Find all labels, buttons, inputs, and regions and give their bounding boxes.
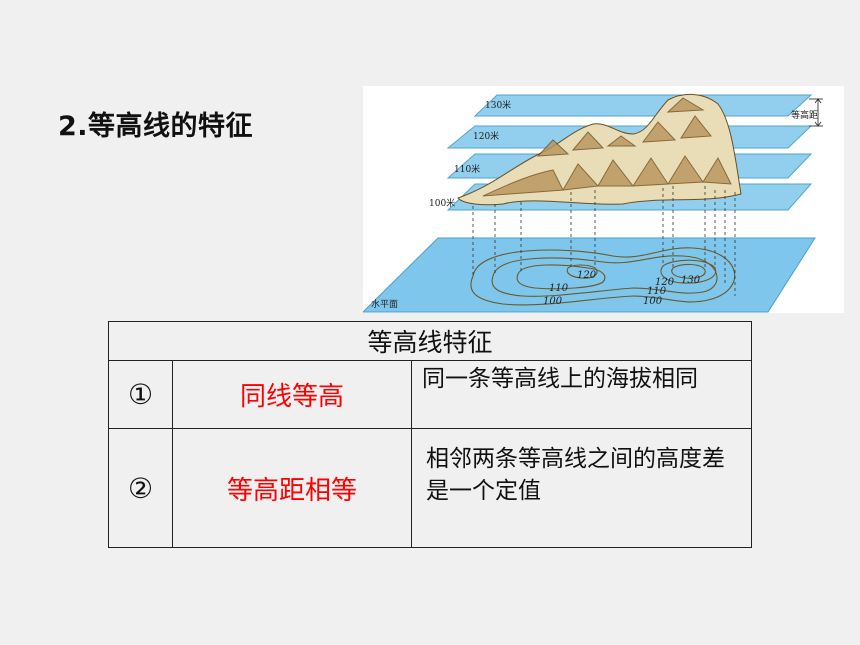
feature-keyword: 同线等高 — [172, 359, 412, 430]
feature-description: 相邻两条等高线之间的高度差是一个定值 — [411, 428, 752, 548]
label-120: 120米 — [473, 130, 499, 142]
label-110: 110米 — [454, 163, 480, 175]
mountain — [457, 94, 742, 206]
contour-label-100b: 100 — [643, 296, 663, 307]
contour-label-130: 130 — [681, 275, 701, 286]
feature-description: 同一条等高线上的海拔相同 — [411, 359, 752, 430]
feature-keyword: 等高距相等 — [172, 428, 412, 548]
label-base-plane: 水平面 — [371, 298, 398, 310]
slide-title: 2.等高线的特征 — [58, 111, 254, 142]
table-row: ① 同线等高 同一条等高线上的海拔相同 — [108, 359, 752, 430]
interval-marker — [809, 98, 823, 127]
contour-label-100a: 100 — [543, 296, 563, 307]
base-contours — [470, 247, 736, 306]
contour-label-110b: 110 — [647, 286, 667, 297]
row-number: ① — [108, 359, 173, 430]
plane-130 — [473, 94, 813, 117]
features-table: 等高线特征 ① 同线等高 同一条等高线上的海拔相同 ② 等高距相等 相邻两条等高… — [108, 321, 752, 548]
contour-label-120b: 120 — [655, 277, 675, 288]
label-interval: 等高距 — [791, 109, 818, 121]
table-row: ② 等高距相等 相邻两条等高线之间的高度差是一个定值 — [108, 428, 752, 548]
contour-label-110a: 110 — [549, 283, 569, 294]
projection-lines — [472, 186, 736, 296]
contour-diagram: 130米 120米 110米 100米 水平面 等高距 120 120 130 … — [363, 86, 844, 313]
base-plane — [363, 237, 816, 313]
contour-label-120a: 120 — [577, 270, 597, 281]
label-130: 130米 — [485, 99, 511, 111]
contour-illustration: 130米 120米 110米 100米 水平面 等高距 120 120 130 … — [363, 94, 823, 313]
table-header: 等高线特征 — [108, 321, 752, 361]
label-100: 100米 — [429, 197, 455, 209]
row-number: ② — [108, 428, 173, 548]
